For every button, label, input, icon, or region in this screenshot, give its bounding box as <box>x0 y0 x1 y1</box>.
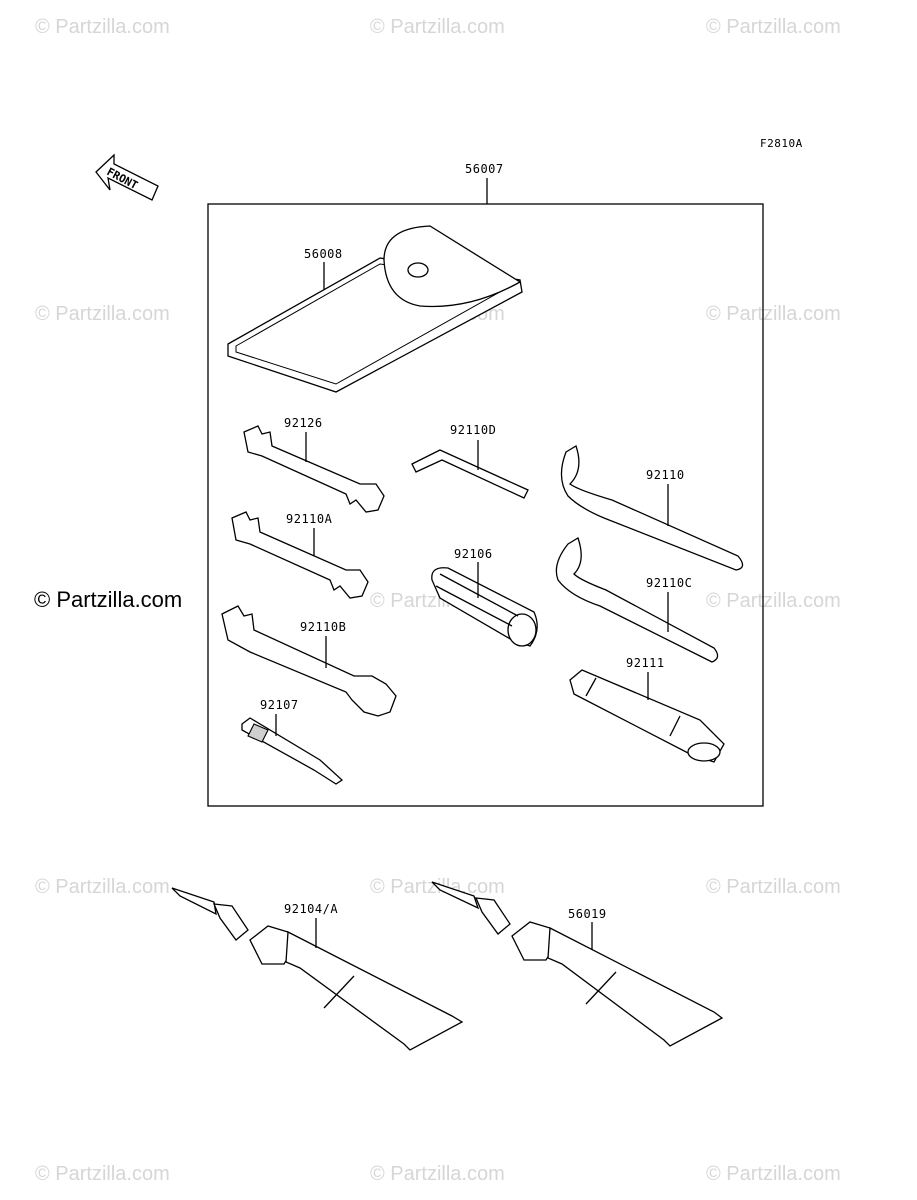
label-socket-grip: 92106 <box>454 547 493 561</box>
grease-tube-a <box>171 887 464 1051</box>
label-hook-wrench-b: 92110C <box>646 576 692 590</box>
watermark: © Partzilla.com <box>35 876 170 898</box>
hook-wrench-a <box>560 445 744 571</box>
watermark: © Partzilla.com <box>706 1163 841 1185</box>
watermark: © Partzilla.com <box>370 1163 505 1185</box>
hook-wrench-b <box>555 537 719 663</box>
grease-tube-b <box>431 881 724 1047</box>
label-hex-key: 92110D <box>450 423 496 437</box>
watermark: © Partzilla.com <box>35 16 170 38</box>
label-pouch: 56008 <box>304 247 343 261</box>
watermark: © Partzilla.com <box>370 16 505 38</box>
screwdriver <box>241 717 344 785</box>
hex-key <box>411 449 529 499</box>
wrench-a <box>243 425 385 513</box>
watermark: © Partzilla.com <box>706 876 841 898</box>
watermark: © Partzilla.com <box>706 16 841 38</box>
watermark: © Partzilla.com <box>706 303 841 325</box>
label-wrench-a: 92126 <box>284 416 323 430</box>
handle <box>569 669 725 763</box>
wrench-c <box>221 605 397 717</box>
label-wrench-b: 92110A <box>286 512 333 526</box>
watermark: © Partzilla.com <box>35 303 170 325</box>
kit-label: 56007 <box>465 162 504 176</box>
watermark-layer: © Partzilla.com © Partzilla.com © Partzi… <box>35 16 841 1185</box>
label-tube-a: 92104/A <box>284 902 338 916</box>
kit-box <box>207 203 764 807</box>
socket-grip <box>431 567 538 647</box>
tool-pouch <box>227 225 523 393</box>
label-wrench-c: 92110B <box>300 620 346 634</box>
partzilla-watermark: © Partzilla.com <box>34 587 182 612</box>
watermark: © Partzilla.com <box>35 1163 170 1185</box>
label-tube-b: 56019 <box>568 907 607 921</box>
label-handle: 92111 <box>626 656 665 670</box>
front-arrow-icon: FRONT <box>95 153 159 201</box>
watermark: © Partzilla.com <box>706 590 841 612</box>
figure-code: F2810A <box>760 137 803 150</box>
wrench-b <box>231 511 369 599</box>
label-screwdriver: 92107 <box>260 698 299 712</box>
label-hook-wrench-a: 92110 <box>646 468 685 482</box>
